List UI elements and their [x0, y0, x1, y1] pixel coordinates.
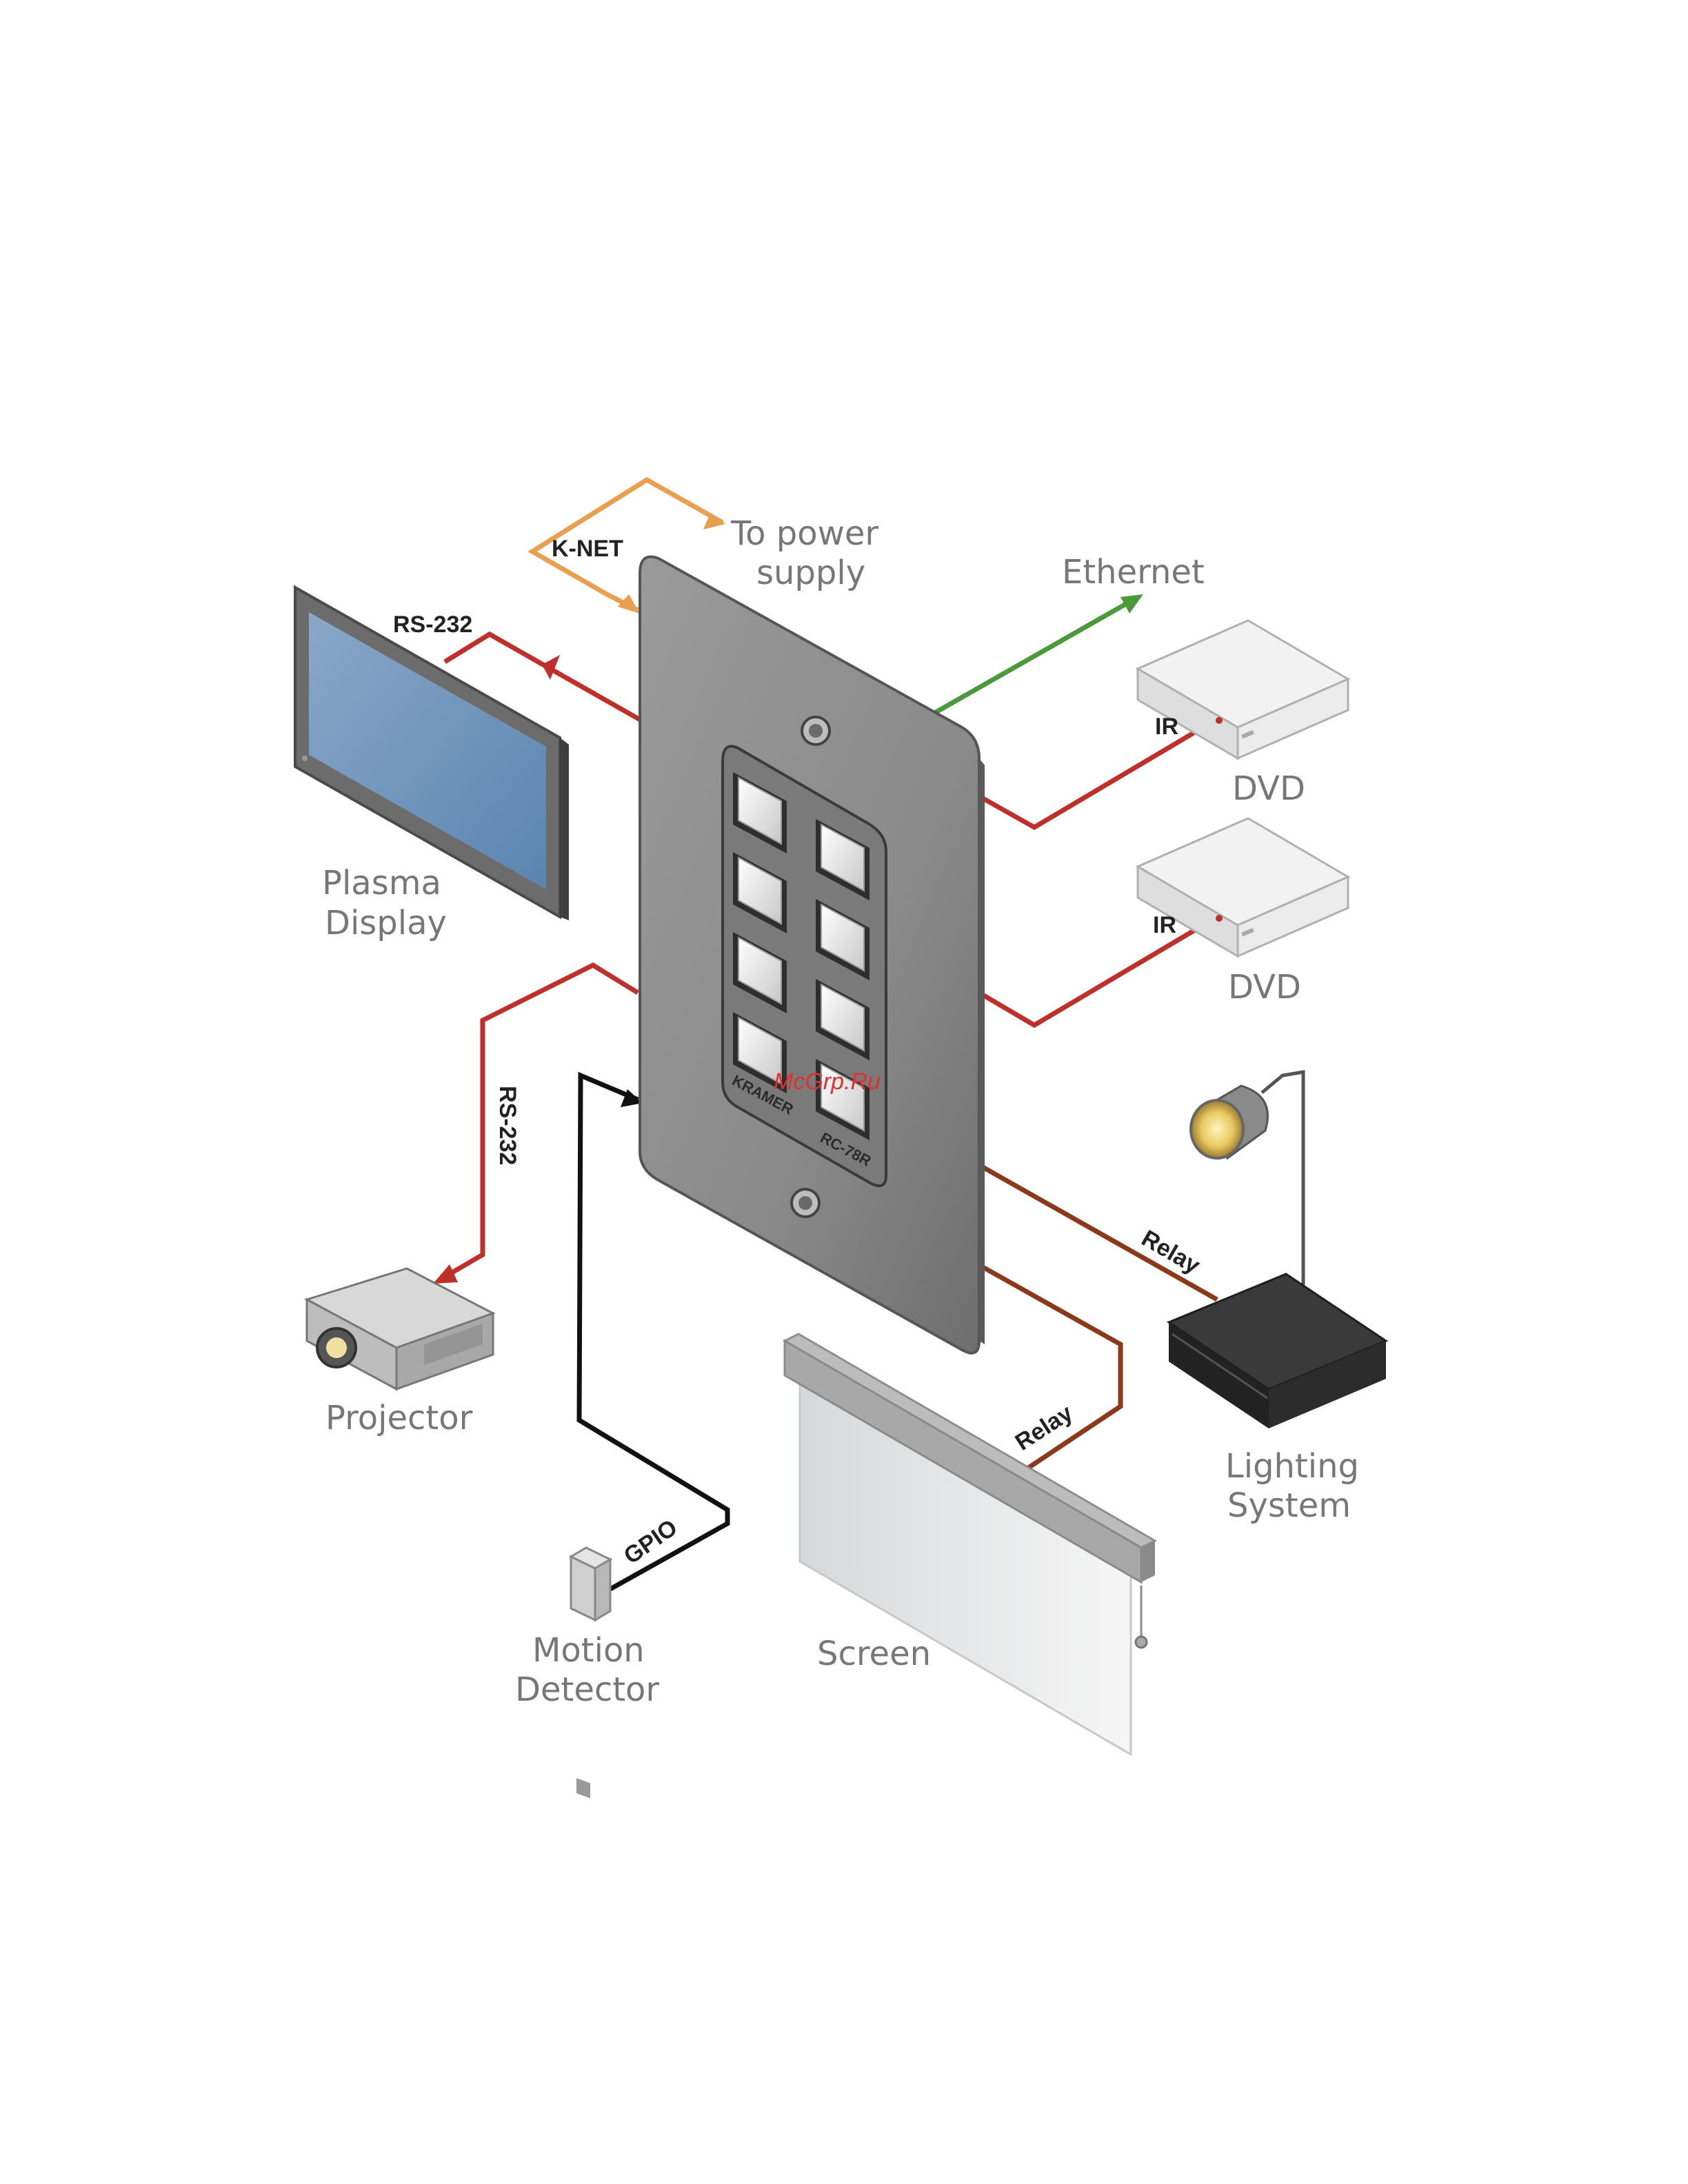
- ir-dvd1-cable: [979, 719, 1217, 827]
- ir-label-1: IR: [1155, 714, 1178, 740]
- panel-edge: [979, 758, 985, 1344]
- rs232-projector-cable: [441, 965, 638, 1279]
- ir-label-2: IR: [1153, 912, 1176, 938]
- rs232-top-label: RS-232: [393, 611, 472, 638]
- motion-detector-label-line1: Motion: [532, 1631, 645, 1670]
- power-supply-label-line1: To power: [730, 514, 878, 553]
- lamp-spotlight: [1191, 1086, 1267, 1158]
- lamp-bulb: [1191, 1100, 1243, 1158]
- ir-sensor-2: [1216, 915, 1223, 922]
- rs232-plasma-arrowhead: [542, 655, 560, 680]
- plasma-label-line1: Plasma: [322, 864, 441, 902]
- gpio-label: GPIO: [619, 1515, 682, 1570]
- lighting-label-line2: System: [1227, 1486, 1351, 1525]
- lamp-wire: [1262, 1072, 1303, 1303]
- rs232-side-label: RS-232: [494, 1086, 521, 1165]
- projection-screen: [785, 1334, 1155, 1755]
- ir-sensor-1: [1216, 717, 1223, 724]
- k-net-label: K-NET: [552, 536, 623, 562]
- relay-screen-label: Relay: [1011, 1399, 1078, 1455]
- lighting-label-line1: Lighting: [1225, 1447, 1359, 1486]
- power-supply-label-line2: supply: [756, 554, 865, 592]
- motion-detector-label-line2: Detector: [515, 1670, 659, 1709]
- relay-lighting-cable: [979, 1165, 1217, 1300]
- ethernet-cable: [927, 601, 1131, 717]
- projector: [307, 1268, 493, 1389]
- ir-dvd2-cable: [979, 917, 1217, 1025]
- k-net-arrowhead-panel: [618, 594, 640, 614]
- ethernet-label: Ethernet: [1062, 553, 1205, 592]
- plasma-screen: [309, 612, 546, 889]
- dvd-label-2: DVD: [1228, 968, 1301, 1007]
- lighting-system-unit: [1169, 1274, 1386, 1428]
- watermark: McGrp.Ru: [774, 1069, 881, 1095]
- dvd-label-1: DVD: [1232, 769, 1305, 808]
- screen-label: Screen: [817, 1635, 931, 1673]
- plasma-label-line2: Display: [325, 904, 447, 942]
- projector-label: Projector: [325, 1399, 473, 1437]
- rc-78r-panel: KRAMER RC-78R: [640, 557, 985, 1353]
